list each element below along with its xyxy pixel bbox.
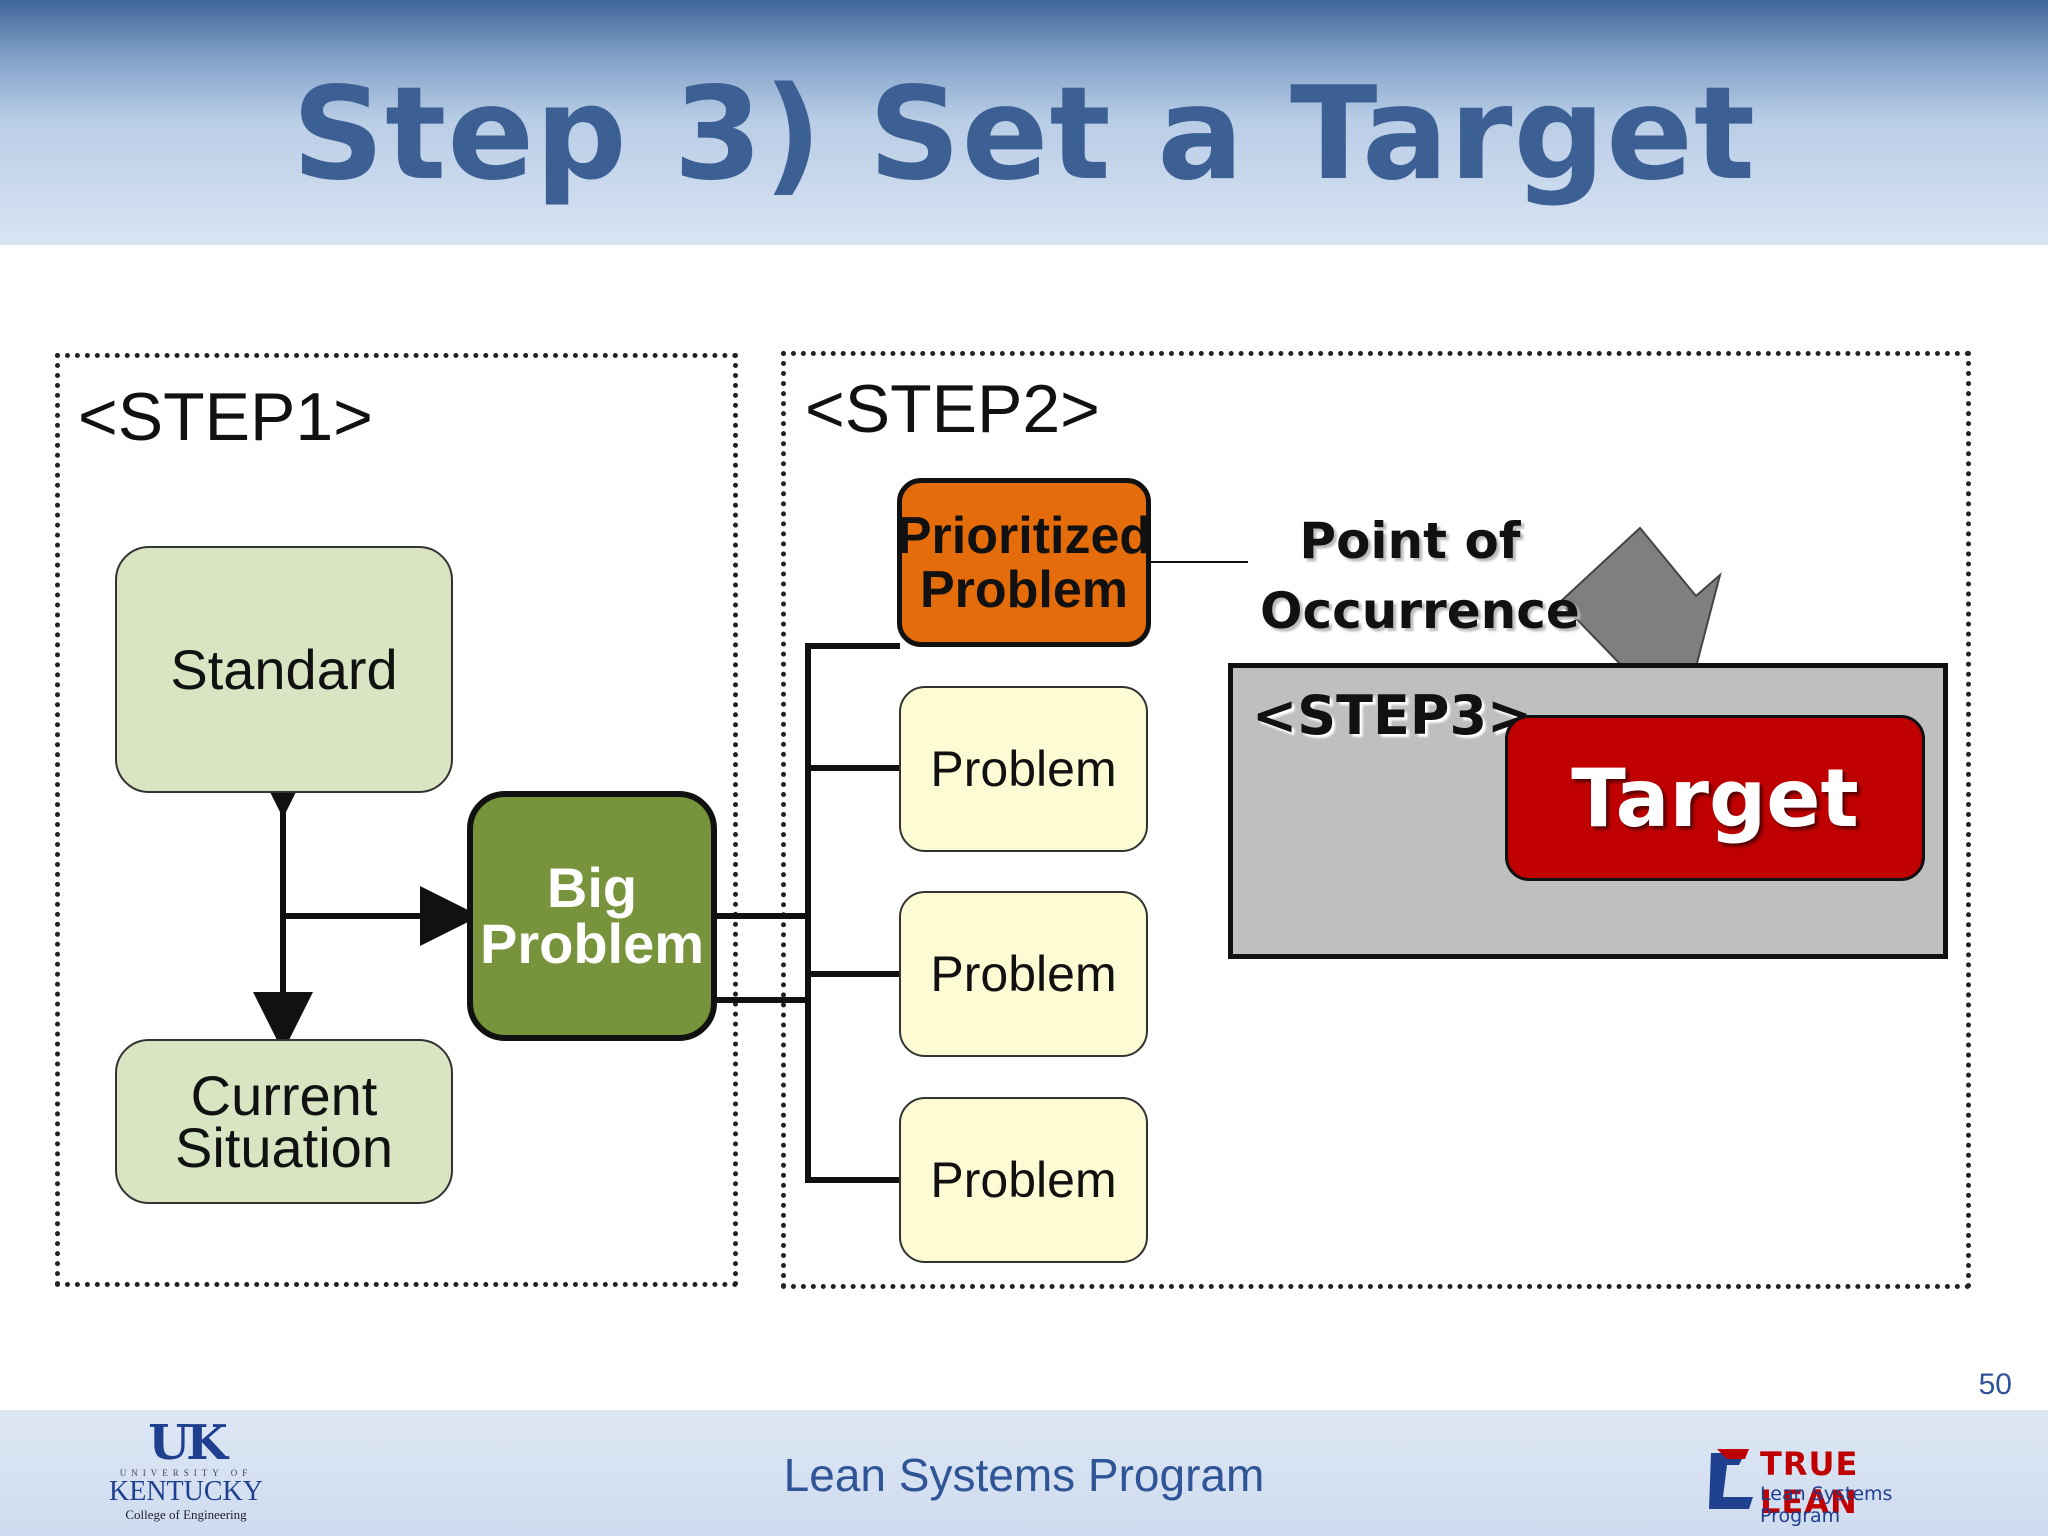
target-box: Target bbox=[1505, 715, 1925, 881]
true-lean-logo-icon bbox=[1709, 1449, 1753, 1509]
step1-label: <STEP1> bbox=[78, 379, 373, 455]
step1-panel bbox=[55, 353, 738, 1287]
slide-header bbox=[0, 0, 2048, 245]
point-of-occurrence-label: Point of Occurrence bbox=[1260, 512, 1580, 640]
slide-footer bbox=[0, 1410, 2048, 1536]
step3-label: <STEP3> bbox=[1252, 684, 1533, 747]
uk-logo-small-text: UNIVERSITY OF bbox=[119, 1468, 253, 1478]
problem-box-1: Problem bbox=[899, 686, 1148, 852]
footer-text: Lean Systems Program bbox=[783, 1449, 1265, 1501]
uk-logo: UK UNIVERSITY OF KENTUCKY College of Eng… bbox=[108, 1418, 264, 1523]
slide-title: Step 3) Set a Target bbox=[291, 60, 1757, 209]
current-situation-box: Current Situation bbox=[115, 1039, 453, 1204]
true-lean-logo: TRUE LEAN Lean Systems Program bbox=[1705, 1445, 1955, 1527]
problem-box-3: Problem bbox=[899, 1097, 1148, 1263]
true-lean-logo-name: TRUE LEAN bbox=[1760, 1445, 1859, 1521]
page-number: 50 bbox=[1978, 1368, 2012, 1401]
step2-panel bbox=[781, 351, 1971, 1289]
big-problem-box: Big Problem bbox=[467, 791, 717, 1041]
prioritized-problem-box: Prioritized Problem bbox=[897, 478, 1151, 647]
uk-logo-mark: UK bbox=[148, 1415, 228, 1471]
standard-box: Standard bbox=[115, 546, 453, 793]
uk-logo-name: KENTUCKY bbox=[109, 1476, 263, 1507]
true-lean-logo-sub: Lean Systems Program bbox=[1760, 1483, 1893, 1527]
step2-label: <STEP2> bbox=[805, 371, 1100, 447]
uk-logo-college: College of Engineering bbox=[125, 1507, 247, 1522]
problem-box-2: Problem bbox=[899, 891, 1148, 1057]
